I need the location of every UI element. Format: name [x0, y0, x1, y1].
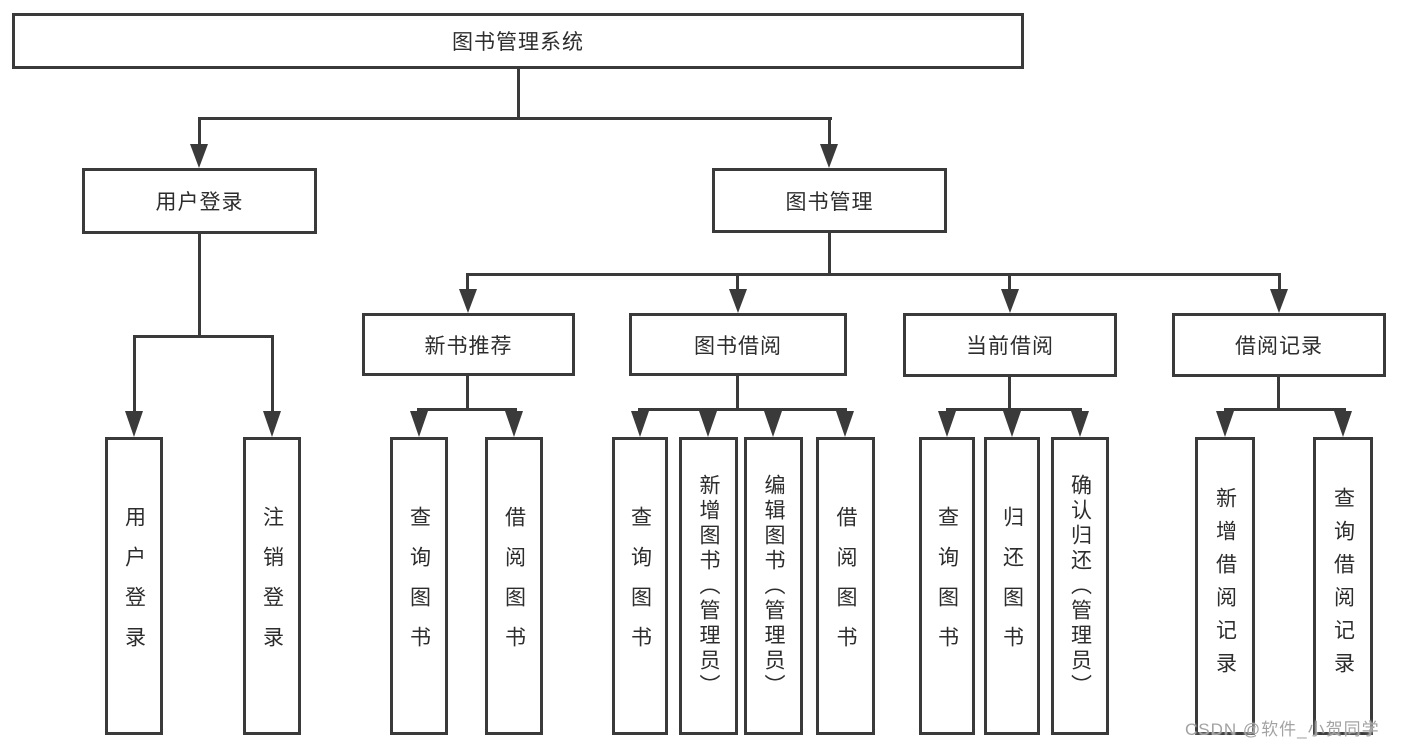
connector-current-borrow-down	[1008, 377, 1011, 411]
node-label: 查询图书	[407, 506, 431, 666]
node-label: 当前借阅	[966, 335, 1054, 358]
arrowhead-bb-add	[699, 411, 717, 437]
arrowhead-rec-borrow	[505, 411, 523, 437]
arrowhead-bb-borrow	[836, 411, 854, 437]
connector-borrow-records-down	[1277, 377, 1280, 411]
node-label: 用户登录	[122, 506, 146, 666]
connector-root-down	[517, 69, 520, 120]
arrowhead-cb-confirm	[1071, 411, 1089, 437]
node-label: 图书管理系统	[452, 31, 584, 54]
connector-new-book-rec-split	[417, 408, 517, 411]
node-label: 图书管理	[785, 190, 874, 214]
node-label: 图书借阅	[694, 334, 782, 358]
node-label: 归还图书	[1000, 506, 1024, 666]
arrowhead-bb-query	[631, 411, 649, 437]
arrowhead-current-borrow	[1001, 289, 1019, 313]
node-bb-query-books: 查询图书	[612, 437, 668, 735]
node-cb-return-books: 归还图书	[984, 437, 1040, 735]
connector-user-login-down	[198, 234, 201, 338]
connector-borrow-records-split	[1224, 408, 1346, 411]
node-cb-confirm-return-admin: 确认归还（管理员）	[1051, 437, 1109, 735]
arrowhead-bb-edit	[764, 411, 782, 437]
node-book-management: 图书管理	[712, 168, 947, 233]
arrowhead-book-borrow	[729, 289, 747, 313]
connector-book-mgmt-down	[828, 233, 831, 276]
connector-book-borrow-down	[736, 376, 739, 411]
node-label: 编辑图书（管理员）	[762, 473, 785, 699]
arrowhead-borrow-records	[1270, 289, 1288, 313]
connector-level3-split	[466, 273, 1281, 276]
connector-stub-leaf-login	[133, 335, 136, 413]
node-bb-edit-books-admin: 编辑图书（管理员）	[744, 437, 803, 735]
connector-stub-book-mgmt	[828, 117, 831, 145]
node-user-login: 用户登录	[82, 168, 317, 234]
node-current-borrowing: 当前借阅	[903, 313, 1117, 377]
node-book-borrowing: 图书借阅	[629, 313, 847, 376]
node-root-library-management-system: 图书管理系统	[12, 13, 1024, 69]
arrowhead-br-add	[1216, 411, 1234, 437]
arrowhead-cb-query	[938, 411, 956, 437]
arrowhead-new-book-rec	[459, 289, 477, 313]
connector-stub-current-borrow	[1008, 273, 1011, 290]
arrowhead-book-mgmt	[820, 144, 838, 168]
connector-new-book-rec-down	[466, 376, 469, 411]
arrowhead-leaf-logout	[263, 411, 281, 437]
connector-level2-split	[198, 117, 832, 120]
node-rec-borrow-books: 借阅图书	[485, 437, 543, 735]
node-br-add-record: 新增借阅记录	[1195, 437, 1255, 735]
node-label: 借阅图书	[834, 506, 857, 666]
node-borrowing-records: 借阅记录	[1172, 313, 1386, 377]
connector-stub-user-login	[198, 117, 201, 145]
connector-stub-new-book-rec	[466, 273, 469, 290]
node-label: 新增借阅记录	[1213, 487, 1237, 685]
node-new-book-recommendation: 新书推荐	[362, 313, 575, 376]
node-rec-query-books: 查询图书	[390, 437, 448, 735]
arrowhead-rec-query	[410, 411, 428, 437]
connector-stub-borrow-records	[1278, 273, 1281, 290]
node-label: 用户登录	[155, 191, 244, 214]
node-label: 新增图书（管理员）	[697, 473, 720, 699]
node-label: 借阅记录	[1235, 335, 1323, 358]
connector-stub-book-borrow	[736, 273, 739, 290]
node-label: 查询图书	[935, 506, 959, 666]
node-label: 确认归还（管理员）	[1068, 473, 1092, 699]
connector-current-borrow-split	[946, 408, 1082, 411]
node-label: 查询图书	[628, 506, 652, 666]
csdn-watermark: CSDN @软件_小贺同学	[1185, 720, 1380, 739]
node-label: 注销登录	[260, 506, 284, 666]
node-label: 查询借阅记录	[1331, 487, 1355, 685]
arrowhead-cb-return	[1003, 411, 1021, 437]
node-bb-borrow-books: 借阅图书	[816, 437, 875, 735]
node-cb-query-books: 查询图书	[919, 437, 975, 735]
node-leaf-logout: 注销登录	[243, 437, 301, 735]
connector-user-login-split	[133, 335, 274, 338]
node-label: 新书推荐	[424, 334, 513, 358]
node-label: 借阅图书	[502, 506, 526, 666]
arrowhead-leaf-login	[125, 411, 143, 437]
arrowhead-user-login	[190, 144, 208, 168]
connector-stub-leaf-logout	[271, 335, 274, 413]
node-bb-add-books-admin: 新增图书（管理员）	[679, 437, 738, 735]
node-br-query-record: 查询借阅记录	[1313, 437, 1373, 735]
node-leaf-user-login: 用户登录	[105, 437, 163, 735]
arrowhead-br-query	[1334, 411, 1352, 437]
connector-book-borrow-split	[638, 408, 847, 411]
